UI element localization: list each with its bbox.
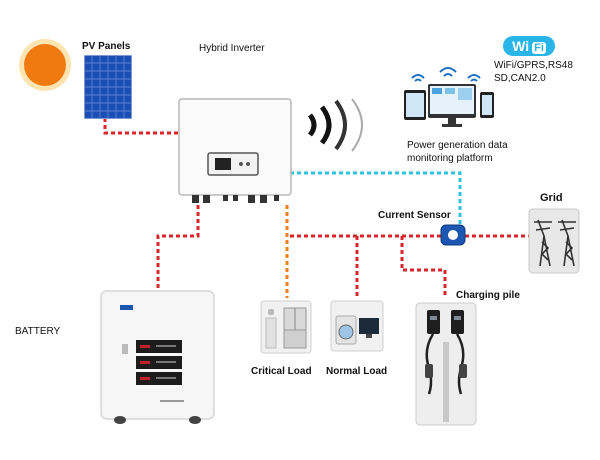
normal-load-label: Normal Load — [326, 366, 388, 377]
wireless-signal-icon — [307, 98, 363, 152]
ev-charger-icon — [415, 302, 477, 426]
solar-panel-icon — [84, 55, 132, 119]
monitoring-data-wire — [290, 171, 462, 228]
pv-panels-label: PV Panels — [82, 41, 131, 52]
current-sensor-icon — [440, 224, 466, 246]
comm-protocols-line2: SD,CAN2.0 — [494, 73, 546, 84]
monitoring-label-line2: monitoring platform — [407, 153, 493, 164]
battery-cabinet-icon — [100, 290, 215, 424]
charging-pile-wire — [400, 236, 447, 298]
monitoring-label-line1: Power generation data — [407, 140, 508, 151]
sun-icon — [19, 39, 71, 91]
battery-label: BATTERY — [15, 326, 61, 337]
inverter-icon — [178, 98, 292, 203]
washer-tv-icon — [330, 300, 384, 352]
hybrid-inverter-label: Hybrid Inverter — [199, 43, 265, 54]
pv-dc-wire — [103, 118, 178, 135]
fridge-icon — [260, 300, 312, 354]
current-sensor-label: Current Sensor — [378, 210, 451, 221]
comm-protocols-line1: WiFi/GPRS,RS48 — [494, 60, 573, 71]
grid-tower-icon — [528, 208, 580, 274]
grid-label: Grid — [540, 192, 563, 204]
devices-icon — [404, 67, 494, 127]
battery-dc-wire — [156, 205, 200, 290]
critical-load-label: Critical Load — [251, 366, 312, 377]
charging-pile-label: Charging pile — [456, 290, 520, 301]
